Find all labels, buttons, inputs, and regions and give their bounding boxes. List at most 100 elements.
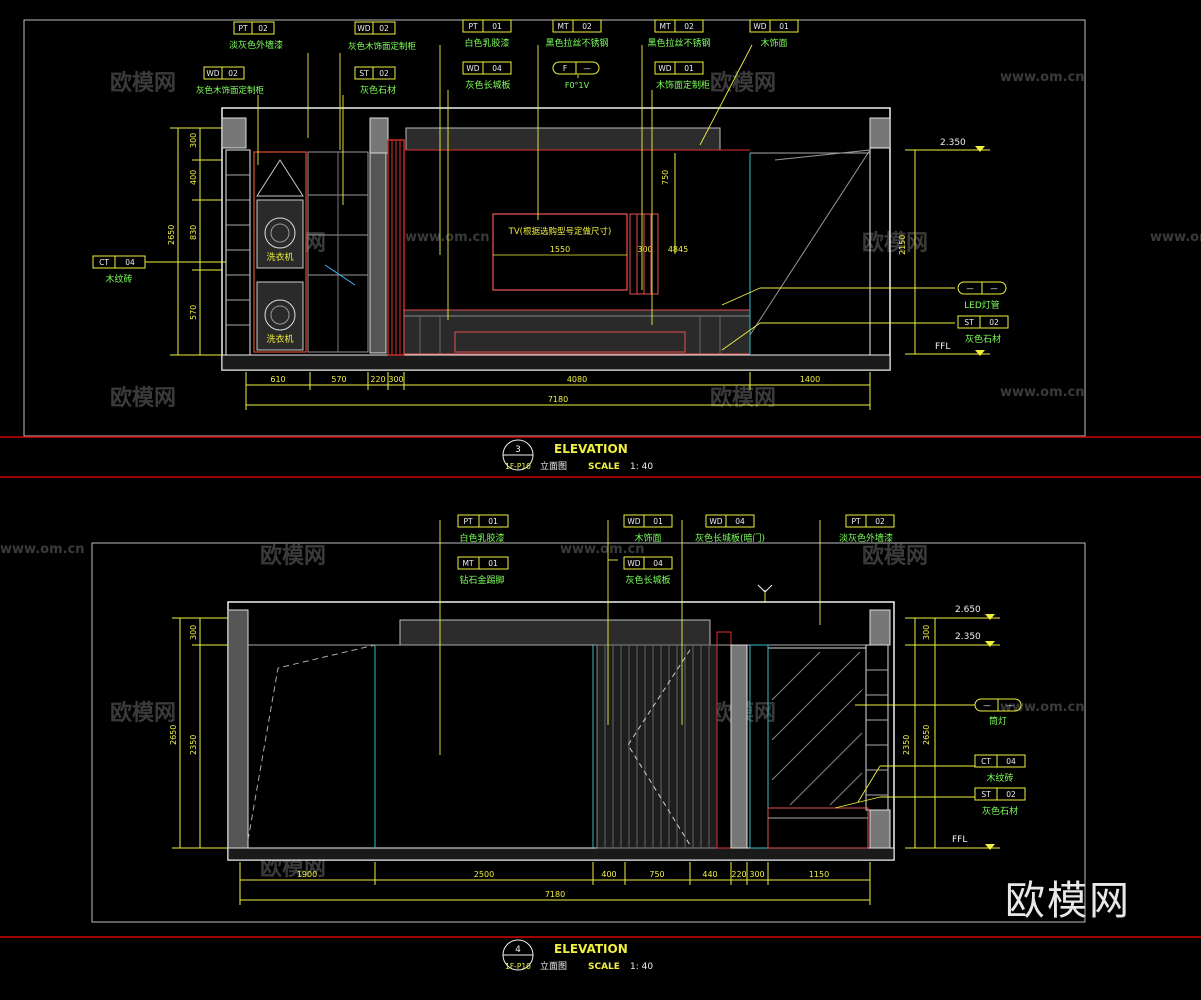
scale-label: SCALE [588,462,620,472]
dim-total: 7180 [548,395,568,404]
svg-text:02: 02 [684,22,694,31]
svg-text:04: 04 [125,258,135,267]
material-tag: PT 01 白色乳胶漆 [457,514,509,544]
door-swing [247,644,376,841]
svg-text:灰色石材: 灰色石材 [360,84,396,96]
dim-text: 440 [702,870,717,879]
svg-text:ST: ST [981,790,991,799]
watermark-url: www.om.cn [405,230,490,245]
svg-text:WD: WD [658,64,671,73]
svg-text:ST: ST [359,69,369,78]
svg-text:01: 01 [653,517,663,526]
svg-text:01: 01 [492,22,502,31]
material-tag: CT 04 木纹砖 [92,255,146,285]
svg-text:—: — [983,701,991,710]
svg-text:CT: CT [981,757,991,766]
tv-outline [492,213,628,291]
svg-text:木饰面定制柜: 木饰面定制柜 [656,79,710,91]
dim-text: 220 [370,375,385,384]
stone-column [369,152,387,354]
svg-text:02: 02 [1006,790,1016,799]
door-swing [749,149,871,336]
washer-label: 洗衣机 [266,333,293,345]
svg-text:02: 02 [379,69,389,78]
svg-text:木饰面: 木饰面 [634,532,661,544]
wall-right [869,147,891,356]
material-tag: PT 01 白色乳胶漆 [462,19,512,49]
dim-text: 1400 [800,375,820,384]
drawing-name: 立面图 [540,960,567,972]
material-tag: MT 01 钻石金踢脚 [457,556,509,586]
svg-text:灰色长城板: 灰色长城板 [625,574,670,586]
dim-text: 1150 [809,870,829,879]
leader-lines [439,520,975,809]
dim-text: 1900 [297,870,317,879]
column [869,117,891,149]
svg-text:F: F [563,64,567,73]
watermark-brand: 欧模网 [1005,878,1131,924]
dim-text: 610 [270,375,285,384]
material-tag: WD 04 灰色长城板 [462,61,512,91]
dim-text: 2650 [922,725,931,745]
window [749,644,889,849]
svg-text:白色乳胶漆: 白色乳胶漆 [459,532,504,544]
svg-text:灰色长城板(暗门): 灰色长城板(暗门) [695,532,765,544]
column [869,609,891,646]
watermark-logo: 欧模网 [710,71,777,96]
watermark-url: www.om.cn [1150,230,1201,245]
svg-text:MT: MT [462,559,473,568]
svg-text:灰色木饰面定制柜: 灰色木饰面定制柜 [196,85,265,96]
scale-value: 1: 40 [630,962,653,972]
svg-text:淡灰色外墙漆: 淡灰色外墙漆 [229,39,283,51]
svg-text:筒灯: 筒灯 [989,715,1007,727]
svg-text:—: — [1006,701,1014,710]
washer-label: 洗衣机 [266,251,293,263]
svg-text:灰色长城板: 灰色长城板 [465,79,510,91]
sheet-ref: 1F-P10 [505,962,531,971]
dim-text: 400 [601,870,616,879]
svg-text:WD: WD [466,64,479,73]
svg-text:—: — [966,284,974,293]
dim-text: 220 [731,870,746,879]
tv-label: TV(根据选购型号定做尺寸) [508,226,612,237]
material-tag: WD 04 灰色长城板 [623,556,673,586]
watermark-url: www.om.cn [560,542,645,557]
elevation-4: 2.650 2.350 FFL 300 2350 2650 300 2350 2… [169,514,1026,972]
svg-text:PT: PT [463,517,473,526]
scale-value: 1: 40 [630,462,653,472]
floor-slab [227,847,895,861]
dim-text: 4080 [567,375,587,384]
steel-trim [716,631,732,849]
svg-text:木纹砖: 木纹砖 [105,273,132,285]
fixture-tag: — — LED灯管 [957,281,1007,311]
svg-text:02: 02 [875,517,885,526]
watermark-logo: 欧模网 [260,544,327,569]
svg-text:黑色拉丝不锈钢: 黑色拉丝不锈钢 [647,37,710,49]
ceiling-wood-panel [405,127,721,151]
svg-text:PT: PT [468,22,478,31]
fluted-panel [629,213,659,295]
svg-text:木纹砖: 木纹砖 [986,772,1013,784]
stone-column [730,644,748,849]
material-tag: PT 02 淡灰色外墙漆 [229,21,283,51]
svg-text:淡灰色外墙漆: 淡灰色外墙漆 [839,532,893,544]
watermark-url: www.om.cn [1000,70,1085,85]
svg-text:钻石金踢脚: 钻石金踢脚 [459,574,504,586]
dim-text: 2500 [474,870,494,879]
column [227,609,249,849]
material-tag: ST 02 灰色石材 [974,787,1026,817]
dim-text: 300 [922,625,931,640]
storage-cabinet [307,151,369,353]
dim-text: 2150 [898,235,907,255]
fixture-tag: — — 筒灯 [974,698,1022,727]
watermark-url: www.om.cn [0,542,85,557]
svg-text:ST: ST [964,318,974,327]
drawing-title: ELEVATION [554,942,628,956]
watermark-logo: 欧模网 [710,386,777,411]
drawing-title-4: 4 1F-P10 ELEVATION 立面图 SCALE 1: 40 [502,939,653,972]
tv-cabinet [403,309,751,355]
svg-text:—: — [583,64,591,73]
svg-text:PT: PT [238,24,248,33]
material-tag: MT 02 黑色拉丝不锈钢 [545,19,609,49]
tv-width-dim: 1550 [550,245,570,254]
